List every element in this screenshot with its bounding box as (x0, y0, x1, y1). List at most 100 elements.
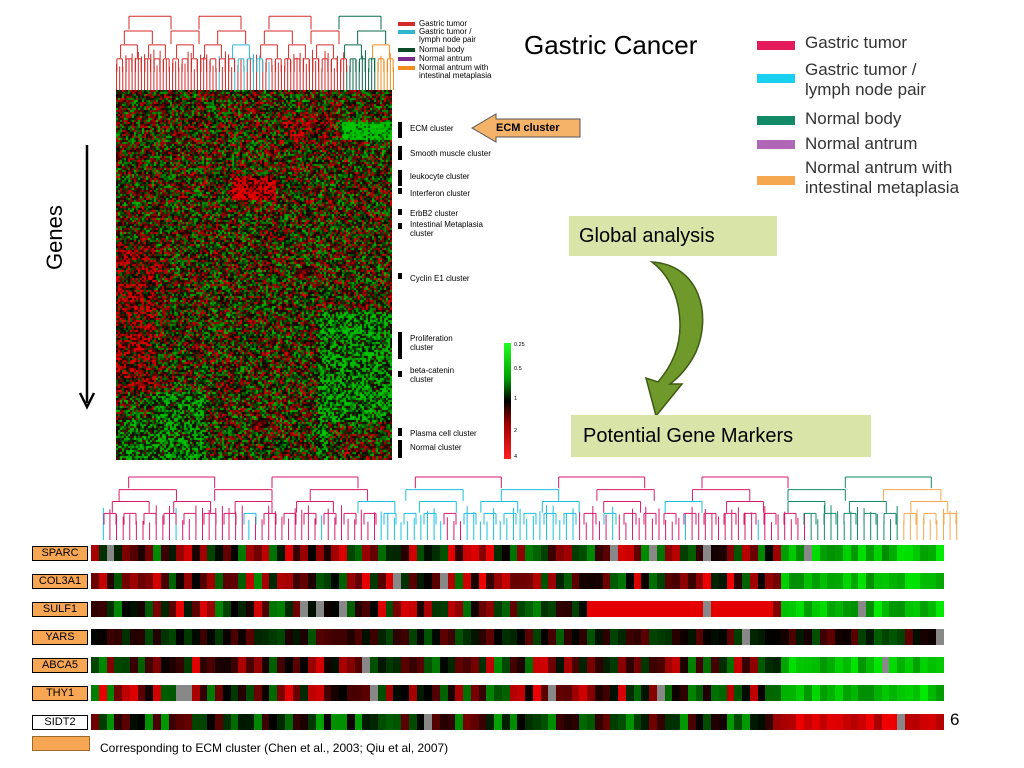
gene-cell (494, 545, 502, 561)
gene-cell (680, 545, 688, 561)
gene-cell (222, 629, 231, 645)
gene-cell (184, 629, 192, 645)
gene-cell (897, 629, 905, 645)
gene-cell (618, 601, 626, 617)
gene-cell (354, 545, 363, 561)
gene-cell (191, 685, 200, 701)
gene-cell (284, 601, 293, 617)
gene-cell (393, 545, 401, 561)
gene-cell (261, 545, 270, 561)
gene-cell (416, 545, 425, 561)
gene-cell (416, 601, 425, 617)
gene-cell (811, 573, 820, 589)
gene-cell (765, 545, 773, 561)
legend-swatch (757, 140, 795, 149)
gene-cell (292, 657, 301, 673)
gene-cell (742, 714, 750, 730)
gene-cell (176, 545, 184, 561)
legend-label: Gastric tumor / lymph node pair (805, 60, 926, 99)
gene-cell (889, 601, 897, 617)
gene-cell (261, 601, 270, 617)
gene-label: ABCA5 (32, 658, 88, 673)
gene-cell (122, 714, 130, 730)
legend-swatch (757, 74, 795, 83)
gene-cell (106, 629, 115, 645)
gene-cell (540, 657, 549, 673)
gene-cell (711, 545, 719, 561)
gene-cell (633, 685, 642, 701)
gene-cell (385, 657, 394, 673)
gene-cell (222, 601, 231, 617)
gene-cell (695, 714, 704, 730)
cluster-label: ErbB2 cluster (410, 209, 459, 218)
scale-tick-label: 2 (514, 428, 518, 434)
gene-cell (176, 714, 184, 730)
gene-cell (765, 714, 773, 730)
gene-cell (850, 573, 859, 589)
gene-cell (587, 629, 595, 645)
gene-cell (478, 629, 487, 645)
gene-cell (842, 601, 851, 617)
gene-cell (339, 657, 347, 673)
gene-cell (432, 573, 440, 589)
gene-cell (773, 545, 781, 561)
color-scale (504, 343, 511, 459)
gene-expression-strip (91, 629, 944, 645)
gene-cell (91, 714, 99, 730)
gene-cell (191, 573, 200, 589)
gene-cell (866, 601, 874, 617)
gene-cell (494, 601, 502, 617)
gene-cell (339, 714, 347, 730)
gene-cell (641, 629, 649, 645)
small-legend-item: Gastric tumor / lymph node pair (398, 28, 476, 44)
gene-cell (711, 685, 719, 701)
gene-cell (308, 601, 316, 617)
gene-cell (641, 601, 649, 617)
gene-cell (509, 657, 518, 673)
gene-cell (587, 573, 595, 589)
gene-cell (137, 714, 146, 730)
gene-cell (230, 714, 239, 730)
gene-cell (718, 629, 727, 645)
small-legend-item: Normal antrum (398, 55, 472, 63)
gene-cell (129, 657, 138, 673)
gene-cell (98, 685, 107, 701)
gene-cell (742, 545, 750, 561)
gene-cell (773, 573, 781, 589)
gene-cell (253, 545, 262, 561)
gene-cell (215, 573, 223, 589)
gene-cell (362, 573, 370, 589)
gene-cell (354, 629, 363, 645)
gene-cell (788, 545, 797, 561)
gene-cell (184, 573, 192, 589)
gene-cell (796, 685, 804, 701)
gene-cell (308, 714, 316, 730)
gene-cell (168, 629, 177, 645)
gene-label: SPARC (32, 546, 88, 561)
gene-cell (928, 545, 936, 561)
genes-axis-label: Genes (42, 205, 67, 270)
gene-cell (478, 714, 487, 730)
gene-cell (153, 714, 161, 730)
gene-cell (889, 629, 897, 645)
gene-cell (269, 601, 277, 617)
gene-cell (827, 685, 835, 701)
gene-cell (610, 685, 618, 701)
gene-cell (292, 545, 301, 561)
gene-cell (470, 545, 479, 561)
gene-cell (447, 545, 456, 561)
legend-label: Normal antrum with intestinal metaplasia (419, 63, 492, 80)
gene-cell (633, 545, 642, 561)
gene-cell (246, 714, 254, 730)
gene-expression-strip (91, 573, 944, 589)
gene-cell (331, 657, 339, 673)
gene-cell (726, 601, 735, 617)
gene-cell (873, 657, 882, 673)
gene-cell (602, 685, 611, 701)
gene-cell (757, 714, 766, 730)
gene-cell (726, 714, 735, 730)
gene-cell (393, 629, 401, 645)
cluster-label: Intestinal Metaplasia cluster (410, 220, 483, 238)
gene-cell (253, 685, 262, 701)
gene-cell (370, 714, 378, 730)
